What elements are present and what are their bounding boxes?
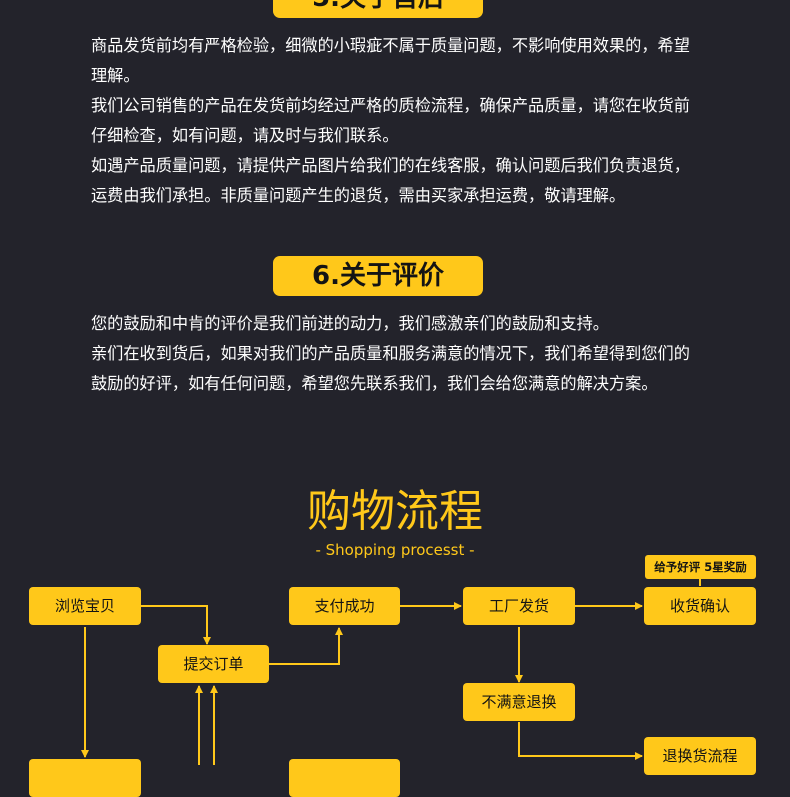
flow-arrows [81,578,701,765]
paragraph: 您的鼓励和中肯的评价是我们前进的动力，我们感激亲们的鼓励和支持。 [91,314,609,333]
step-payment-success: 支付成功 [289,587,400,625]
step-return-process: 退换货流程 [644,737,756,775]
paragraph: 商品发货前均有严格检验，细微的小瑕疵不属于质量问题，不影响使用效果的，希望理解。 [91,36,690,85]
step-unsatisfied-return: 不满意退换 [463,683,575,721]
step-confirm-receipt: 收货确认 [644,587,756,625]
section-5-text: 商品发货前均有严格检验，细微的小瑕疵不属于质量问题，不影响使用效果的，希望理解。… [91,31,703,211]
section-5-badge: 5.关于售后 [273,0,483,18]
paragraph: 我们公司销售的产品在发货前均经过严格的质检流程，确保产品质量，请您在收货前仔细检… [91,96,690,145]
section-6-text: 您的鼓励和中肯的评价是我们前进的动力，我们感激亲们的鼓励和支持。 亲们在收到货后… [91,309,703,399]
arrow-unsatisfied-to-return [518,722,643,760]
flow-title: 购物流程 [307,486,483,537]
paragraph: 如遇产品质量问题，请提供产品图片给我们的在线客服，确认问题后我们负责退货，运费由… [91,156,690,205]
flow-subtitle: - Shopping processt - [315,541,475,559]
step-browse: 浏览宝贝 [29,587,141,625]
arrow-browse-to-order [141,605,211,645]
step-submit-order: 提交订单 [158,645,269,683]
section-6-badge: 6.关于评价 [273,256,483,296]
arrow-order-to-pay [269,627,343,665]
paragraph: 亲们在收到货后，如果对我们的产品质量和服务满意的情况下，我们希望得到您们的鼓励的… [91,344,690,393]
step-factory-ship: 工厂发货 [463,587,575,625]
reward-tag: 给予好评 5星奖励 [645,555,756,579]
